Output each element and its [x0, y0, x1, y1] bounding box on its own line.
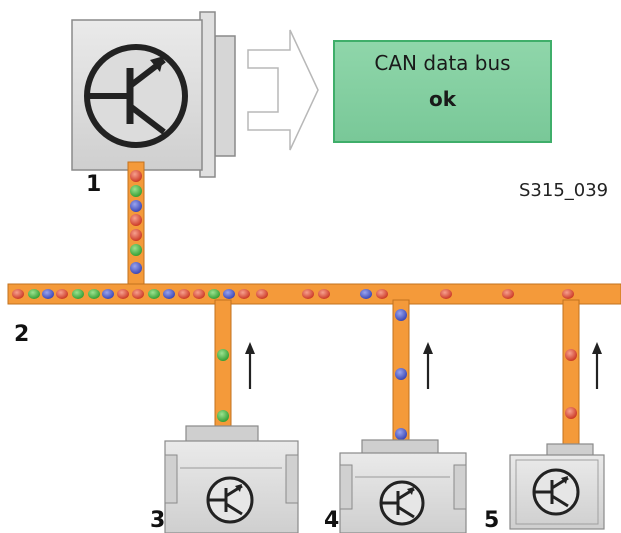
data-bit: [117, 289, 129, 299]
data-bit: [565, 349, 577, 361]
status-value: ok: [428, 87, 457, 111]
data-bit: [318, 289, 330, 299]
label-control-unit-4: 4: [324, 508, 340, 533]
label-control-unit-3: 3: [150, 508, 166, 533]
control-unit-1: [71, 11, 236, 178]
data-bit: [217, 349, 229, 361]
data-bit: [42, 289, 54, 299]
data-bit: [130, 200, 142, 212]
transistor-icon: [379, 480, 425, 526]
data-bit: [217, 410, 229, 422]
data-bit: [56, 289, 68, 299]
data-bit: [130, 185, 142, 197]
data-bit: [256, 289, 268, 299]
data-bit: [132, 289, 144, 299]
data-bits: [12, 170, 577, 440]
status-box: CAN data bus ok: [333, 40, 552, 143]
data-bit: [163, 289, 175, 299]
data-bit: [148, 289, 160, 299]
label-control-unit-1: 1: [86, 172, 102, 197]
arrow-up-icon: [245, 342, 602, 389]
transistor-icon: [532, 468, 580, 516]
transistor-icon: [84, 44, 188, 148]
data-bit: [223, 289, 235, 299]
figure-code: S315_039: [519, 180, 609, 201]
data-bit: [208, 289, 220, 299]
data-bit: [130, 244, 142, 256]
label-control-unit-5: 5: [484, 508, 500, 533]
status-title: CAN data bus: [374, 51, 511, 75]
data-bit: [562, 289, 574, 299]
data-bit: [565, 407, 577, 419]
data-bit: [12, 289, 24, 299]
data-bit: [440, 289, 452, 299]
data-bit: [130, 262, 142, 274]
data-bit: [376, 289, 388, 299]
data-bit: [302, 289, 314, 299]
control-unit-5: [509, 443, 605, 530]
control-unit-4: [339, 439, 467, 533]
data-bit: [395, 309, 407, 321]
transistor-icon: [206, 476, 254, 524]
data-bit: [360, 289, 372, 299]
data-bit: [88, 289, 100, 299]
data-bit: [130, 170, 142, 182]
data-bit: [193, 289, 205, 299]
label-bus: 2: [14, 322, 30, 347]
data-bit: [395, 368, 407, 380]
can-bus: [7, 161, 621, 447]
data-bit: [238, 289, 250, 299]
data-bit: [72, 289, 84, 299]
data-bit: [130, 229, 142, 241]
data-bit: [178, 289, 190, 299]
data-bit: [102, 289, 114, 299]
control-unit-3: [164, 425, 299, 533]
data-bit: [395, 428, 407, 440]
data-bit: [502, 289, 514, 299]
outline-arrow-right-icon: [247, 29, 319, 151]
data-bit: [28, 289, 40, 299]
data-bit: [130, 214, 142, 226]
